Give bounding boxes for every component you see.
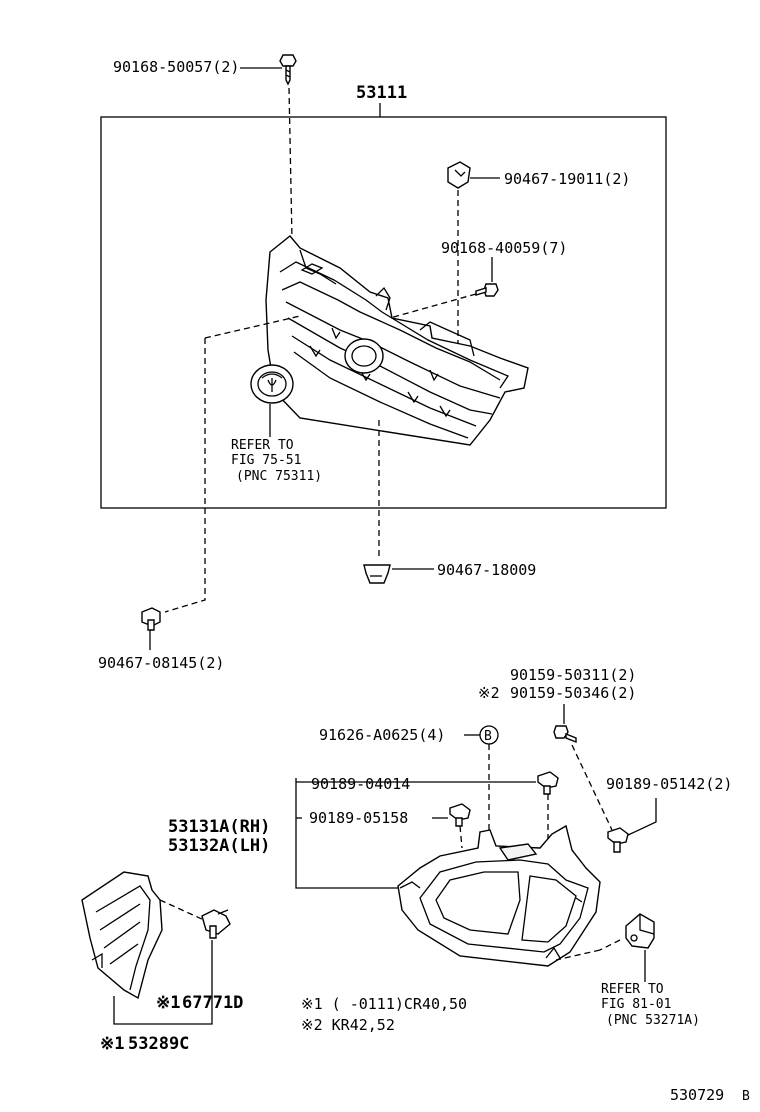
refer-lamp-line1: REFER TO	[601, 982, 664, 997]
bolt-b-mark: ※2	[478, 684, 500, 702]
clip-67771-mark: ※1	[156, 993, 180, 1013]
refer-emblem-line1: REFER TO	[231, 438, 294, 453]
note-2: ※2 KR42,52	[301, 1016, 395, 1034]
bracket-lh-label: 53132A(LH)	[168, 836, 270, 856]
clip-left-icon	[141, 607, 161, 631]
clip-bottom-center-icon	[363, 564, 391, 584]
grille-assembly-box	[100, 116, 667, 509]
bolt-icon	[553, 725, 577, 744]
nut-label: 91626-A0625(4)	[319, 726, 445, 744]
screw-04014-label: 90189-04014	[311, 775, 410, 793]
clip-left-label: 90467-08145(2)	[98, 654, 224, 672]
clip-67771-label: 67771D	[182, 993, 243, 1013]
headlamp-bracket	[397, 824, 601, 967]
emblem-icon	[250, 364, 294, 404]
figure-suffix: B	[742, 1089, 750, 1104]
bolt-a-label: 90159-50311(2)	[510, 666, 636, 684]
refer-lamp-line2: FIG 81-01	[601, 997, 671, 1012]
screw-05158-icon	[449, 803, 471, 827]
bracket-rh-label: 53131A(RH)	[168, 817, 270, 837]
callout-b-letter: B	[484, 729, 492, 744]
grille-part-number: 53111	[356, 83, 407, 103]
clip-67771-icon	[201, 909, 231, 939]
bolt-b-label: 90159-50346(2)	[510, 684, 636, 702]
lamp-socket-icon	[625, 913, 655, 949]
screw-04014-icon	[537, 771, 559, 795]
refer-lamp-line3: (PNC 53271A)	[606, 1013, 700, 1028]
clip-bottom-center-label: 90467-18009	[437, 561, 536, 579]
screw-grille-icon	[475, 283, 499, 297]
screw-grille-label: 90168-40059(7)	[441, 239, 567, 257]
screw-05158-label: 90189-05158	[309, 809, 408, 827]
seal-part	[81, 871, 163, 1000]
screw-05142-label: 90189-05142(2)	[606, 775, 732, 793]
note-1: ※1 ( -0111)CR40,50	[301, 995, 467, 1013]
refer-emblem-line3: (PNC 75311)	[236, 469, 322, 484]
seal-label: 53289C	[128, 1034, 189, 1054]
screw-top-label: 90168-50057(2)	[113, 58, 239, 76]
figure-number: 530729	[670, 1086, 724, 1104]
clip-upper-right-label: 90467-19011(2)	[504, 170, 630, 188]
refer-emblem-line2: FIG 75-51	[231, 453, 301, 468]
screw-top-icon	[279, 54, 297, 86]
screw-05142-icon	[607, 827, 629, 853]
radiator-grille	[265, 235, 529, 446]
clip-upper-right-icon	[447, 161, 471, 189]
seal-mark: ※1	[100, 1034, 124, 1054]
